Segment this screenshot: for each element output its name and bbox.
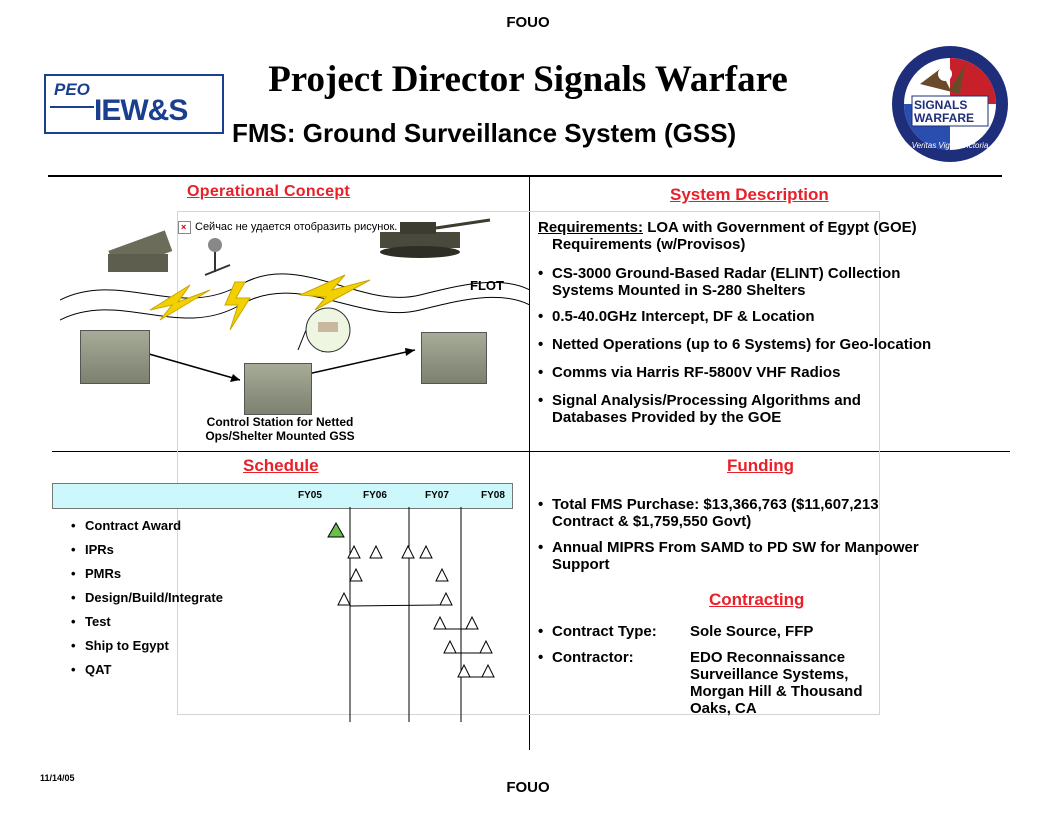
classification-top: FOUO xyxy=(506,14,550,31)
flot-label: FLOT xyxy=(470,278,504,293)
fiscal-year-bar: FY05 FY06 FY07 FY08 xyxy=(52,483,513,509)
contracting-heading: Contracting xyxy=(709,590,805,609)
header-divider xyxy=(48,175,1002,177)
requirements-label: Requirements: xyxy=(538,219,644,236)
requirements-text: LOA with Government of Egypt (GOE) xyxy=(647,219,917,236)
list-item: Contract Award xyxy=(71,518,291,542)
footer-date: 11/14/05 xyxy=(40,773,75,783)
list-item: 0.5-40.0GHz Intercept, DF & Location xyxy=(538,308,1028,325)
list-item: CS-3000 Ground-Based Radar (ELINT) Colle… xyxy=(538,265,1028,299)
system-description-heading: System Description xyxy=(670,185,829,204)
funding-list: Total FMS Purchase: $13,366,763 ($11,607… xyxy=(538,496,1028,573)
schedule-gantt xyxy=(300,507,520,722)
contractor-value: EDO Reconnaissance Surveillance Systems,… xyxy=(690,649,863,717)
fy-label: FY05 xyxy=(298,490,322,501)
image-error-text: Сейчас не удается отобразить рисунок. xyxy=(195,221,398,233)
signals-warfare-seal: SIGNALS WARFARE Veritas Vigilia Victoria xyxy=(890,44,1010,164)
vertical-divider xyxy=(529,177,530,750)
control-station-caption-line1: Control Station for Netted xyxy=(206,415,354,429)
fy-label: FY08 xyxy=(481,490,505,501)
list-item: Comms via Harris RF-5800V VHF Radios xyxy=(538,364,1028,381)
system-description-list: CS-3000 Ground-Based Radar (ELINT) Colle… xyxy=(538,265,1028,426)
funding-heading: Funding xyxy=(727,456,795,475)
list-item: Design/Build/Integrate xyxy=(71,590,291,614)
concept-graphic xyxy=(59,210,531,450)
requirements-cont: Requirements (w/Provisos) xyxy=(552,236,746,253)
control-station-caption-line2: Ops/Shelter Mounted GSS xyxy=(205,429,355,443)
requirements-block: Requirements: LOA with Government of Egy… xyxy=(538,219,1018,253)
fy-label: FY06 xyxy=(363,490,387,501)
content-frame xyxy=(177,211,880,715)
operational-concept-heading: Operational Concept xyxy=(187,183,351,200)
shelter-right-image xyxy=(421,332,487,384)
contract-type-label: Contract Type: xyxy=(552,623,657,640)
list-item: Ship to Egypt xyxy=(71,638,291,662)
shelter-center-image xyxy=(244,363,312,415)
list-item: PMRs xyxy=(71,566,291,590)
seal-motto: Veritas Vigilia Victoria xyxy=(911,141,989,150)
page-title: Project Director Signals Warfare xyxy=(268,59,788,100)
seal-line2: WARFARE xyxy=(914,111,974,125)
contract-type-value: Sole Source, FFP xyxy=(690,623,814,640)
list-item: QAT xyxy=(71,662,291,686)
list-item: Netted Operations (up to 6 Systems) for … xyxy=(538,336,1028,353)
middle-divider xyxy=(52,451,1010,452)
fy-label: FY07 xyxy=(425,490,449,501)
list-item: Annual MIPRS From SAMD to PD SW for Manp… xyxy=(538,539,1028,573)
page-subtitle: FMS: Ground Surveillance System (GSS) xyxy=(232,118,737,148)
image-error-notice: × Сейчас не удается отобразить рисунок. xyxy=(178,220,408,234)
logo-line2: IEW&S xyxy=(94,94,188,127)
list-item: Total FMS Purchase: $13,366,763 ($11,607… xyxy=(538,496,1028,530)
image-broken-icon: × xyxy=(178,220,191,234)
contractor-label: Contractor: xyxy=(552,649,634,666)
seal-line1: SIGNALS xyxy=(914,98,968,112)
shelter-left-image xyxy=(80,330,150,384)
schedule-task-list: Contract Award IPRs PMRs Design/Build/In… xyxy=(71,518,291,686)
schedule-heading: Schedule xyxy=(243,456,319,475)
classification-bottom: FOUO xyxy=(506,779,550,796)
list-item: IPRs xyxy=(71,542,291,566)
control-station-caption: Control Station for Netted Ops/Shelter M… xyxy=(170,415,390,443)
list-item: Test xyxy=(71,614,291,638)
list-item: Signal Analysis/Processing Algorithms an… xyxy=(538,392,1028,426)
peo-iews-logo: PEO IEW&S xyxy=(44,74,224,134)
logo-line1: PEO xyxy=(54,80,90,99)
